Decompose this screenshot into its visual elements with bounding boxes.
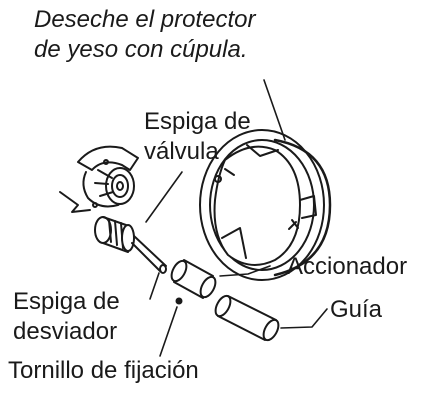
set-screw-label: Tornillo de fijación: [8, 357, 199, 384]
instruction-line-2: de yeso con cúpula.: [34, 36, 248, 63]
diverter-stem: [94, 216, 167, 274]
leader-actuator: [219, 265, 271, 277]
leader-guide: [280, 308, 328, 329]
diverter-stem-label-line-1: Espiga de: [13, 288, 120, 315]
valve-stem-label-line-1: Espiga de: [144, 108, 251, 135]
instruction-line-1: Deseche el protector: [34, 6, 256, 33]
leader-valve-stem: [145, 171, 183, 223]
valve-cartridge: [59, 145, 139, 213]
plaster-guard-dome: [199, 129, 332, 281]
leader-diverter-stem: [149, 272, 160, 300]
leader-lines: [145, 79, 328, 357]
leader-set-screw: [159, 306, 178, 357]
guide-sleeve: [214, 294, 280, 342]
valve-stem-label-line-2: válvula: [144, 138, 219, 165]
actuator-sleeve: [170, 259, 217, 299]
guide-label: Guía: [330, 296, 383, 323]
actuator-label: Accionador: [287, 253, 408, 280]
leader-dome: [263, 79, 286, 141]
set-screw: [175, 297, 183, 305]
diverter-stem-label-line-2: desviador: [13, 318, 118, 345]
